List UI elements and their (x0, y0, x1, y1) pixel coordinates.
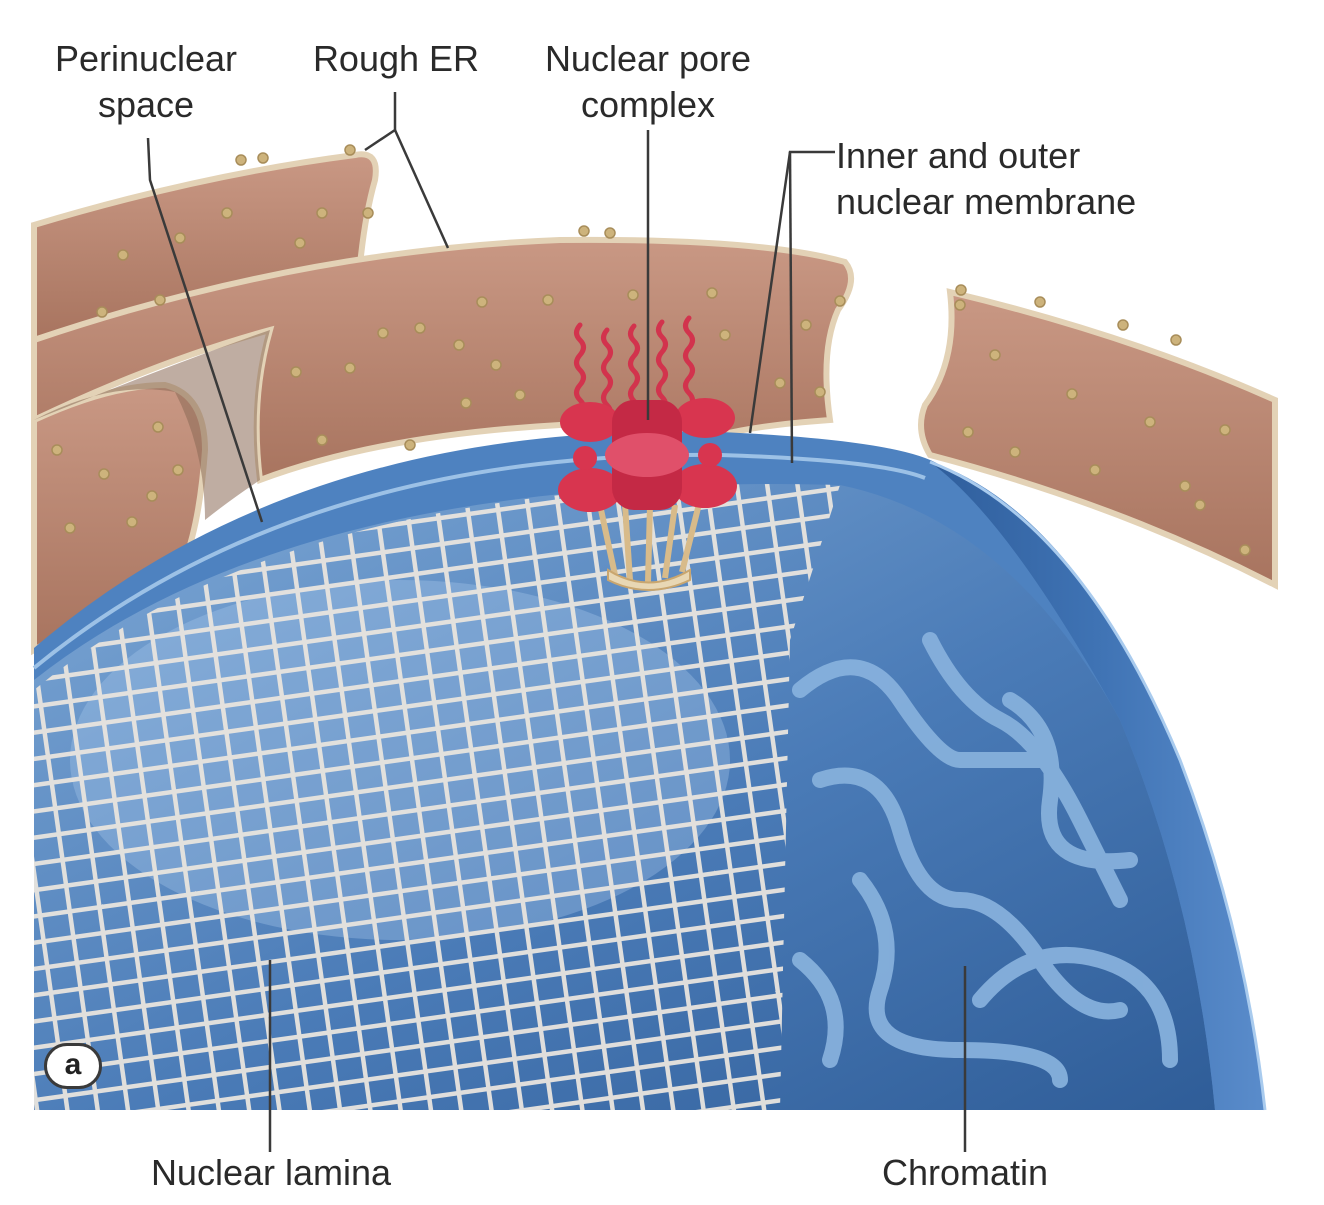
panel-label-badge: a (44, 1043, 102, 1089)
nuclear-membrane-label-line-1: Inner and outer (836, 135, 1081, 176)
nuclear-membrane-label-line-2: nuclear membrane (836, 181, 1137, 222)
perinuclear-space-label: Perinuclear space (40, 36, 252, 128)
chromatin-label: Chromatin (881, 1152, 1049, 1193)
nuclear-pore-complex-label-line-2: complex (580, 84, 716, 125)
nuclear-pore-complex-label-line-1: Nuclear pore (544, 38, 752, 79)
nuclear-lamina-label: Nuclear lamina (150, 1152, 392, 1193)
nuclear-pore-complex-label: Nuclear pore complex (528, 36, 768, 128)
ribosomes (51, 144, 1251, 556)
chromatin-fibers (792, 632, 1178, 1088)
perinuclear-space-label-line-1: Perinuclear (54, 38, 238, 79)
rough-er-label: Rough ER (312, 38, 480, 79)
nuclear-pore-complex (558, 315, 737, 591)
leader-lines (146, 92, 967, 1152)
nuclear-membrane-label: Inner and outer nuclear membrane (836, 133, 1186, 225)
perinuclear-space-label-line-2: space (97, 84, 195, 125)
